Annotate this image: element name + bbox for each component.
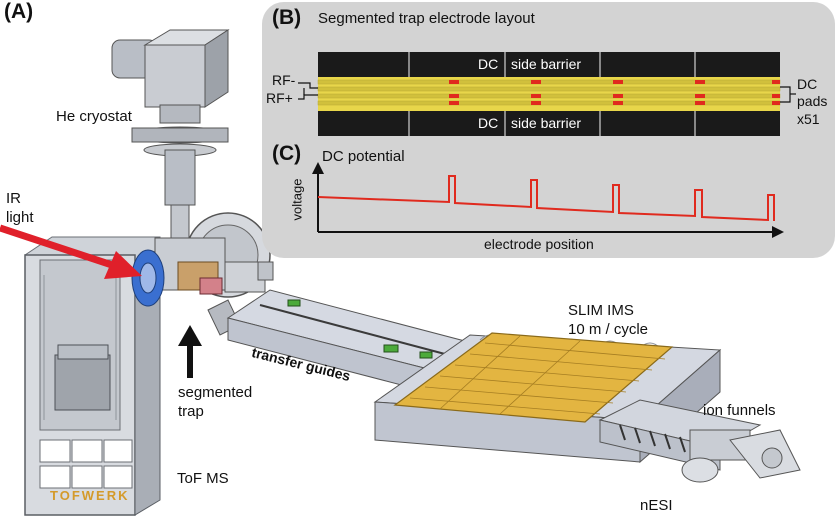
panel-label-b: (B) (272, 6, 302, 29)
dc-pads-label-2: pads (797, 93, 828, 109)
slim-ims-board (393, 332, 674, 423)
trap-chamber-drawing (131, 212, 274, 336)
voltage-axis-label: voltage (289, 178, 305, 221)
rf-minus-label: RF- (272, 72, 296, 88)
panel-label-c: (C) (272, 142, 302, 165)
tof-ms-label: ToF MS (177, 470, 229, 487)
ir-light-label-2: light (6, 209, 34, 226)
segmented-trap-label-1: segmented (178, 384, 253, 401)
ion-funnels-label: ion funnels (703, 402, 776, 419)
ir-light-arrow (0, 224, 142, 279)
electrode-position-label: electrode position (484, 236, 594, 252)
barrier-top-side-label: side barrier (511, 56, 582, 72)
segmented-trap-label-2: trap (178, 403, 204, 420)
segmented-trap-arrow (178, 325, 202, 378)
electrode-layout (298, 52, 796, 136)
tofwerk-logo: TOFWERK (50, 488, 130, 503)
ir-light-label-1: IR (6, 190, 21, 207)
barrier-bottom-dc-label: DC (478, 115, 499, 131)
rf-plus-label: RF+ (266, 90, 293, 106)
potential-trace (317, 175, 775, 222)
nesi-label: nESI (640, 497, 673, 514)
dc-potential-plot (312, 162, 784, 238)
panel-label-a: (A) (4, 0, 34, 23)
barrier-top-dc-label: DC (478, 56, 499, 72)
he-cryostat-drawing (111, 29, 230, 266)
barrier-bottom-side-label: side barrier (511, 115, 582, 131)
tof-ms-cabinet (24, 236, 161, 516)
he-cryostat-label: He cryostat (56, 108, 132, 125)
dc-pads-label-1: DC (797, 76, 818, 92)
electrode-layout-title: Segmented trap electrode layout (318, 10, 535, 27)
nesi-drawing (729, 429, 801, 479)
dc-potential-title: DC potential (322, 148, 405, 165)
slim-ims-label-1: SLIM IMS (568, 302, 634, 319)
slim-ims-label-2: 10 m / cycle (568, 321, 649, 338)
dc-pads-label-3: x51 (797, 111, 820, 127)
